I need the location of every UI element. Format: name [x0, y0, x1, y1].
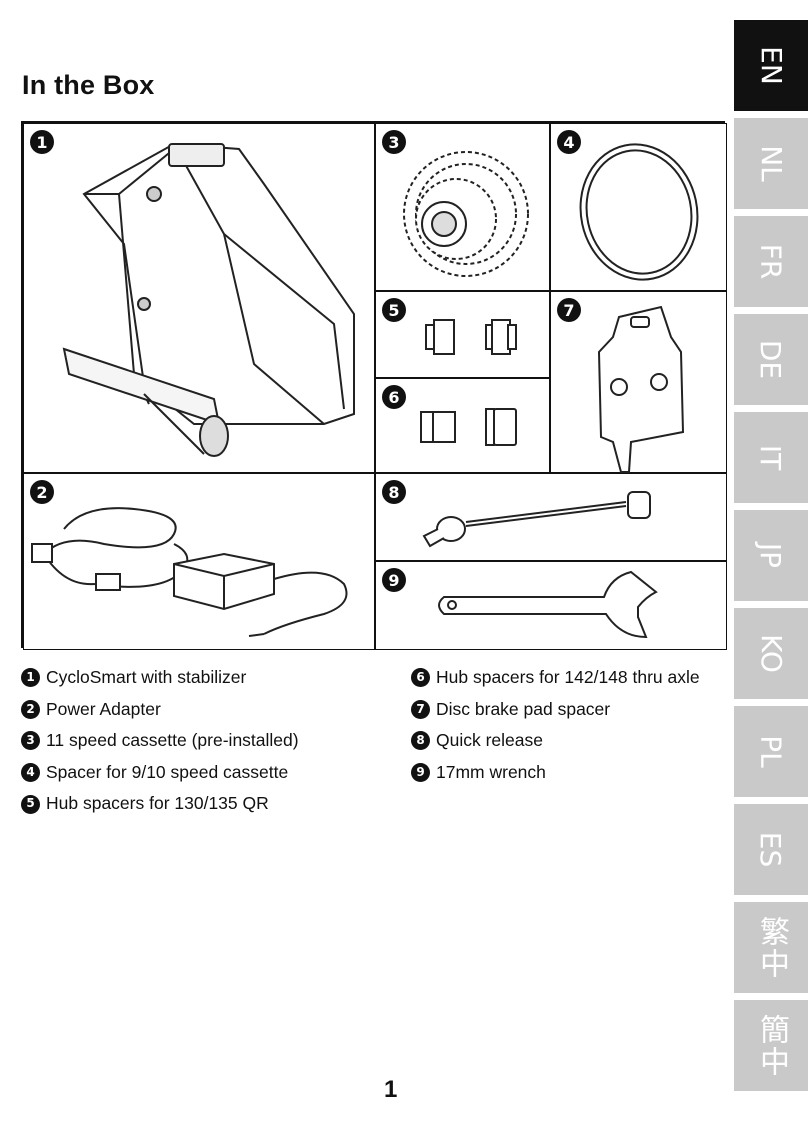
spacer-ring-icon	[579, 143, 699, 281]
power-adapter-icon	[31, 507, 348, 637]
tab-it[interactable]: IT	[734, 412, 808, 503]
item-number: 2	[21, 699, 40, 719]
item-label: Quick release	[436, 730, 543, 751]
panel-power-adapter: 2	[23, 473, 375, 650]
panel-number: 6	[382, 385, 406, 409]
language-tabs: EN NL FR DE IT JP KO PL ES 繁中 簡中	[734, 20, 808, 1098]
list-item: 4 Spacer for 9/10 speed cassette	[21, 757, 299, 789]
panel-wrench: 9	[375, 561, 727, 650]
panel-number: 3	[382, 130, 406, 154]
item-label: Power Adapter	[46, 698, 161, 719]
item-number: 3	[21, 731, 40, 751]
item-number: 4	[21, 763, 40, 783]
item-label: Disc brake pad spacer	[436, 698, 611, 719]
tab-jp[interactable]: JP	[734, 510, 808, 601]
items-list-left: 1 CycloSmart with stabilizer 2 Power Adapt…	[21, 662, 299, 820]
panel-number: 1	[30, 130, 54, 154]
panel-cassette: 3	[375, 123, 550, 291]
item-label: 17mm wrench	[436, 761, 546, 782]
item-number: 6	[411, 668, 430, 688]
disc-brake-spacer-icon	[597, 305, 685, 473]
hub-spacer-thru-axle-icon	[420, 408, 517, 446]
item-label: Hub spacers for 142/148 thru axle	[436, 667, 700, 687]
panel-number: 4	[557, 130, 581, 154]
item-label: Spacer for 9/10 speed cassette	[46, 761, 289, 782]
quick-release-icon	[422, 491, 651, 548]
page-title: In the Box	[22, 70, 155, 100]
tab-es[interactable]: ES	[734, 804, 808, 895]
list-item: 7 Disc brake pad spacer	[411, 694, 700, 726]
tab-en[interactable]: EN	[734, 20, 808, 111]
panel-number: 5	[382, 298, 406, 322]
panel-disc-brake-spacer: 7	[550, 291, 727, 473]
tab-ko[interactable]: KO	[734, 608, 808, 699]
list-item: 6 Hub spacers for 142/148 thru axle	[411, 662, 700, 694]
item-label: Hub spacers for 130/135 QR	[46, 793, 269, 814]
item-number: 5	[21, 794, 40, 814]
page-number: 1	[384, 1076, 398, 1103]
tab-zh-traditional[interactable]: 繁中	[734, 902, 808, 993]
trainer-illustration	[62, 142, 355, 457]
item-label: CycloSmart with stabilizer	[46, 667, 247, 687]
cassette-icon	[403, 151, 529, 277]
list-item: 5 Hub spacers for 130/135 QR	[21, 788, 299, 820]
items-list-right: 6 Hub spacers for 142/148 thru axle 7 Disc…	[411, 662, 700, 788]
list-item: 1 CycloSmart with stabilizer	[21, 662, 299, 694]
panel-hub-spacers-qr: 5	[375, 291, 550, 378]
tab-pl[interactable]: PL	[734, 706, 808, 797]
box-contents-grid: 1 3 4	[21, 121, 727, 650]
item-number: 9	[411, 763, 430, 783]
list-item: 3 11 speed cassette (pre-installed)	[21, 725, 299, 757]
list-item: 2 Power Adapter	[21, 694, 299, 726]
list-item: 9 17mm wrench	[411, 757, 700, 789]
panel-quick-release: 8	[375, 473, 727, 561]
tab-zh-simplified[interactable]: 簡中	[734, 1000, 808, 1091]
tab-nl[interactable]: NL	[734, 118, 808, 209]
panel-number: 7	[557, 298, 581, 322]
panel-number: 2	[30, 480, 54, 504]
panel-spacer-ring: 4	[550, 123, 727, 291]
panel-trainer: 1	[23, 123, 375, 473]
panel-number: 9	[382, 568, 406, 592]
tab-de[interactable]: DE	[734, 314, 808, 405]
item-number: 1	[21, 668, 40, 688]
wrench-icon	[438, 570, 658, 639]
tab-fr[interactable]: FR	[734, 216, 808, 307]
list-item: 8 Quick release	[411, 725, 700, 757]
panel-number: 8	[382, 480, 406, 504]
item-label: 11 speed cassette (pre-installed)	[46, 730, 299, 751]
hub-spacer-qr-icon	[425, 319, 517, 355]
panel-hub-spacers-thru-axle: 6	[375, 378, 550, 473]
item-number: 8	[411, 731, 430, 751]
item-number: 7	[411, 699, 430, 719]
